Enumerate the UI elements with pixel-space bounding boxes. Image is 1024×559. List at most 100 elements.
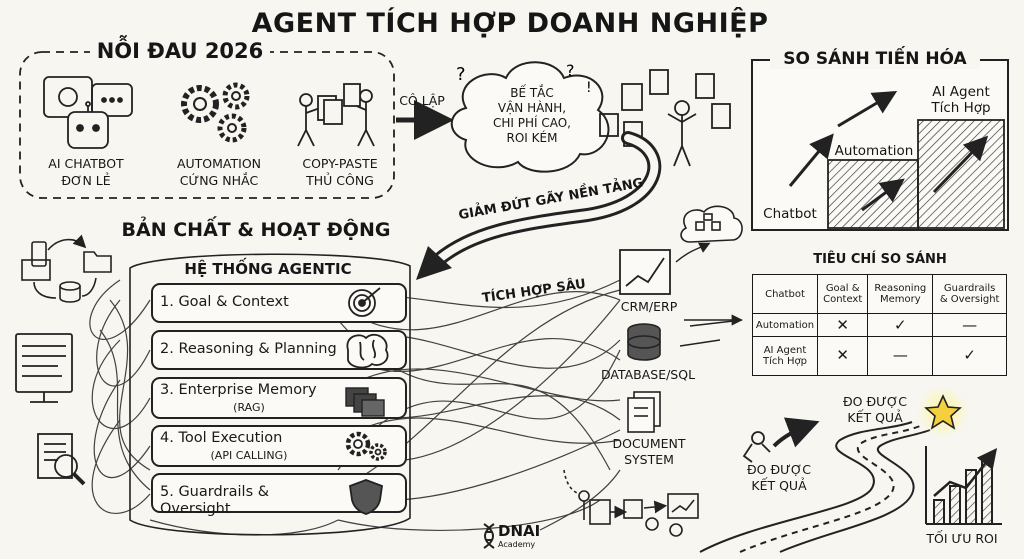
criteria-col-goal: Goal &Context <box>816 273 869 315</box>
shield-icon <box>349 479 383 515</box>
brand-name: DNAI <box>498 522 541 540</box>
database-icon <box>627 323 661 361</box>
evolution-chatbot: Chatbot <box>763 206 817 222</box>
criteria-cell: ✕ <box>816 313 869 337</box>
pain-item-line: ĐƠN LẺ <box>61 173 111 188</box>
step-label: 1. Goal & Context <box>160 294 289 310</box>
criteria-col-line: Context <box>823 294 863 306</box>
criteria-cell: — <box>932 313 1007 337</box>
cloud-line: CHI PHÍ CAO, <box>492 116 571 130</box>
criteria-cell: ✓ <box>867 313 934 337</box>
bottleneck-cloud <box>450 61 610 173</box>
search-document-icon <box>37 433 86 486</box>
svg-text:?: ? <box>566 61 575 80</box>
result-mid-label: ĐO ĐƯỢC KẾT QUẢ <box>734 462 824 494</box>
tool-gears-icon <box>345 431 387 461</box>
result-top-label: ĐO ĐƯỢC KẾT QUẢ <box>830 394 920 426</box>
cloud-line: VẬN HÀNH, <box>497 101 567 115</box>
step-label: 4. Tool Execution <box>160 430 283 446</box>
svg-text:!: ! <box>586 80 592 96</box>
criteria-col-line: & Oversight <box>939 294 1000 306</box>
step-reasoning-planning: 2. Reasoning & Planning <box>160 341 338 358</box>
result-line: KẾT QUẢ <box>751 478 807 493</box>
pain-item-line: COPY-PASTE <box>302 156 378 171</box>
agentic-system-label: HỆ THỐNG AGENTIC <box>184 260 352 278</box>
pain-box <box>19 51 395 199</box>
evolution-automation: Automation <box>834 143 914 159</box>
step-sublabel: (API CALLING) <box>210 449 288 462</box>
pain-item-line: AUTOMATION <box>176 156 262 171</box>
pain-heading: NỖI ĐAU 2026 <box>90 39 270 63</box>
step-frames <box>151 283 407 513</box>
document-system-label: DOCUMENT SYSTEM <box>604 436 694 468</box>
page-title: AGENT TÍCH HỢP DOANH NGHIỆP <box>251 8 769 39</box>
gears-icon <box>181 82 250 143</box>
step-label: 3. Enterprise Memory <box>160 382 317 398</box>
step-guardrails: 5. Guardrails & Oversight <box>160 484 338 518</box>
core-heading: BẢN CHẤT & HOẠT ĐỘNG <box>121 219 391 241</box>
step-sublabel: (RAG) <box>233 401 265 414</box>
criteria-row-automation: Automation ✕ ✓ — <box>752 313 1007 337</box>
cloud-line: ROI KÉM <box>506 131 558 145</box>
pain-item-line: THỦ CÔNG <box>306 173 374 188</box>
cloud-line: BẾ TẮC <box>510 86 554 100</box>
evolution-line: AI Agent <box>932 84 990 100</box>
result-line: ĐO ĐƯỢC <box>746 462 812 477</box>
copy-paste-icon <box>297 83 375 147</box>
criteria-col-line: Guardrails <box>943 283 996 295</box>
process-icons <box>21 234 112 303</box>
crm-chart-icon <box>619 249 671 295</box>
step-goal-context: 1. Goal & Context <box>160 294 338 311</box>
criteria-col-line: Goal & <box>825 283 860 295</box>
target-icon <box>348 287 381 317</box>
chatbot-icon <box>43 76 133 149</box>
criteria-cell: ✓ <box>932 335 1007 377</box>
overwhelmed-worker-icon <box>599 69 731 167</box>
road-icon <box>699 421 931 553</box>
criteria-row-line: Tích Hợp <box>763 355 807 367</box>
cloud-network-icon <box>680 205 743 243</box>
pain-item-copy-paste: COPY-PASTE THỦ CÔNG <box>288 155 392 189</box>
agentic-frame <box>129 253 411 536</box>
pain-item-line: CỨNG NHẮC <box>179 173 259 188</box>
document-icon <box>627 391 661 433</box>
pain-item-automation: AUTOMATION CỨNG NHẮC <box>164 155 274 189</box>
database-label: DATABASE/SQL <box>600 367 696 382</box>
criteria-col-line: Reasoning <box>874 283 927 295</box>
document-label-line: SYSTEM <box>624 452 674 467</box>
criteria-cell: — <box>867 335 934 377</box>
star-icon <box>924 394 962 430</box>
result-line: KẾT QUẢ <box>847 410 903 425</box>
evolution-ai-agent: AI Agent Tích Hợp <box>916 84 1006 116</box>
step-label: 2. Reasoning & Planning <box>160 341 337 357</box>
evolution-line: Tích Hợp <box>931 100 991 116</box>
step-enterprise-memory: 3. Enterprise Memory (RAG) <box>160 382 338 416</box>
dna-logo-icon <box>483 523 495 549</box>
document-label-line: DOCUMENT <box>612 436 686 451</box>
brand-sub: Academy <box>498 540 536 549</box>
roi-bar-chart-icon <box>925 446 1002 525</box>
roi-label: TỐI ƯU ROI <box>926 531 998 546</box>
result-line: ĐO ĐƯỢC <box>842 394 908 409</box>
crm-erp-label: CRM/ERP <box>620 299 678 314</box>
person-climb-icon <box>742 417 820 463</box>
pain-item-chatbot: AI CHATBOT ĐƠN LẺ <box>36 155 136 189</box>
step-tool-execution: 4. Tool Execution (API CALLING) <box>160 430 338 464</box>
criteria-col-guardrails: Guardrails& Oversight <box>932 273 1007 315</box>
criteria-heading: TIÊU CHÍ SO SÁNH <box>813 252 947 267</box>
criteria-row-name: Automation <box>752 313 818 337</box>
svg-text:?: ? <box>456 64 466 85</box>
criteria-cell: ✕ <box>816 335 869 377</box>
isolation-label: CÔ LẬP <box>399 93 445 108</box>
bottleneck-text: BẾ TẮC VẬN HÀNH, CHI PHÍ CAO, ROI KÉM <box>476 86 588 146</box>
criteria-col-line: Memory <box>879 294 921 306</box>
brain-icon <box>346 333 389 369</box>
workflow-icons <box>563 469 699 537</box>
step-label: 5. Guardrails & Oversight <box>160 484 270 517</box>
